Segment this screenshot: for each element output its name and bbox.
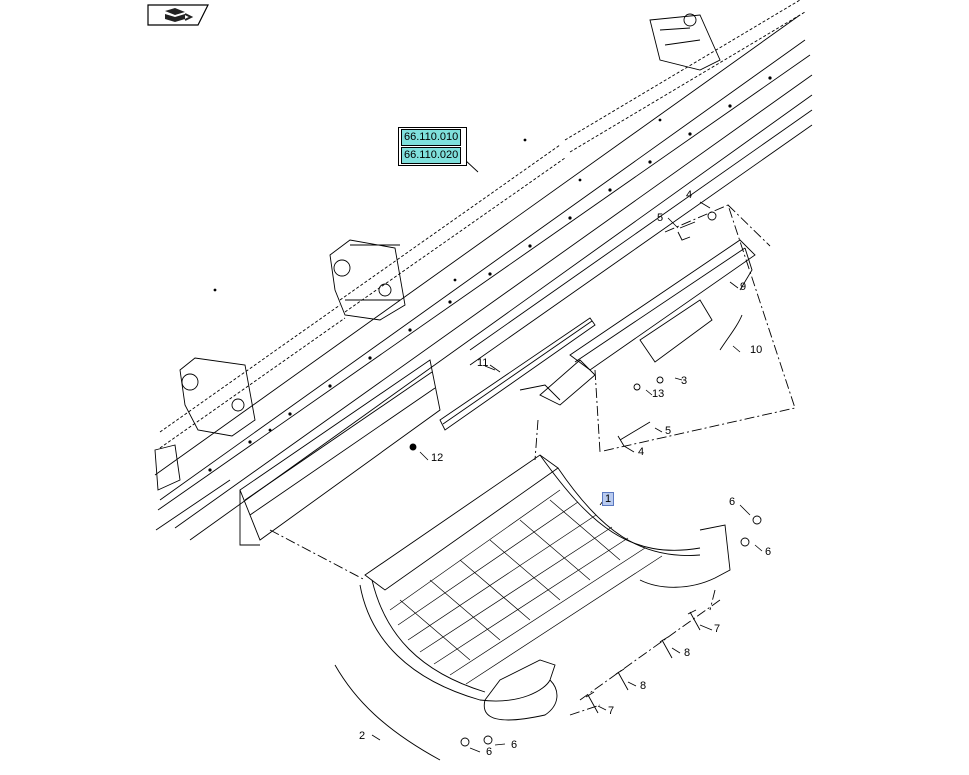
callout-3: 3 xyxy=(681,375,688,387)
assembly-lines xyxy=(269,204,796,716)
callout-2: 2 xyxy=(359,730,366,742)
callout-6: 6 xyxy=(729,496,736,508)
callout-7: 7 xyxy=(714,623,721,635)
reference-leader xyxy=(464,159,479,173)
callout-4: 4 xyxy=(638,446,645,458)
reference-link-66-110-020[interactable]: 66.110.020 xyxy=(401,147,462,164)
callout-6: 6 xyxy=(511,739,518,751)
callout-12: 12 xyxy=(431,452,444,464)
part-10-seal xyxy=(719,314,743,351)
book-nav-icon xyxy=(147,4,209,26)
part-1-concave xyxy=(359,454,731,721)
callout-9: 9 xyxy=(740,281,747,293)
callout-10: 10 xyxy=(750,344,763,356)
part-11-strip xyxy=(439,317,596,431)
callout-leaders xyxy=(371,201,763,753)
part-2-strip xyxy=(334,664,441,761)
navigation-button[interactable] xyxy=(147,4,209,26)
callout-6: 6 xyxy=(765,546,772,558)
reference-link-66-110-010[interactable]: 66.110.010 xyxy=(401,129,462,146)
part-9-bracket xyxy=(519,239,756,406)
callout-11: 11 xyxy=(477,357,489,369)
callout-5: 5 xyxy=(657,212,664,224)
callout-8: 8 xyxy=(684,647,691,659)
callout-8: 8 xyxy=(640,680,647,692)
callout-4: 4 xyxy=(686,189,693,201)
feeder-frame xyxy=(154,0,813,546)
callout-5: 5 xyxy=(665,425,672,437)
callout-6: 6 xyxy=(486,746,493,758)
callout-1[interactable]: 1 xyxy=(602,492,615,506)
hardware xyxy=(409,211,762,747)
callout-7: 7 xyxy=(608,705,615,717)
callout-13: 13 xyxy=(652,388,665,400)
